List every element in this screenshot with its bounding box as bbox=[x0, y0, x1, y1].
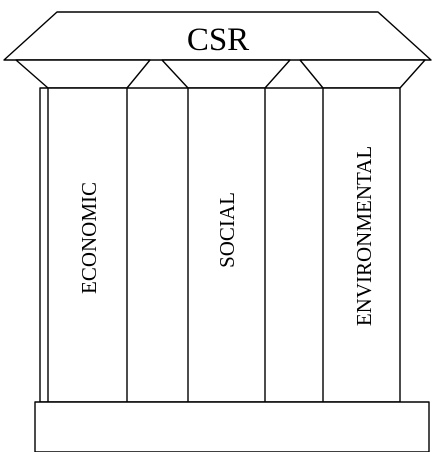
base bbox=[34, 401, 430, 452]
pillar-column bbox=[187, 87, 266, 403]
pillar-capital bbox=[15, 59, 151, 89]
pillar-capital bbox=[161, 59, 291, 89]
pillar-column bbox=[322, 87, 401, 403]
roof-label: CSR bbox=[187, 22, 249, 58]
pillar-environmental: ENVIRONMENTAL bbox=[299, 59, 426, 403]
pillar-label: ENVIRONMENTAL bbox=[352, 146, 376, 326]
pillar-label: SOCIAL bbox=[215, 192, 239, 268]
pillar-label: ECONOMIC bbox=[77, 182, 101, 294]
roof: CSR bbox=[3, 11, 432, 61]
pillar-social: SOCIAL bbox=[161, 59, 291, 403]
pillar-capital bbox=[299, 59, 426, 89]
